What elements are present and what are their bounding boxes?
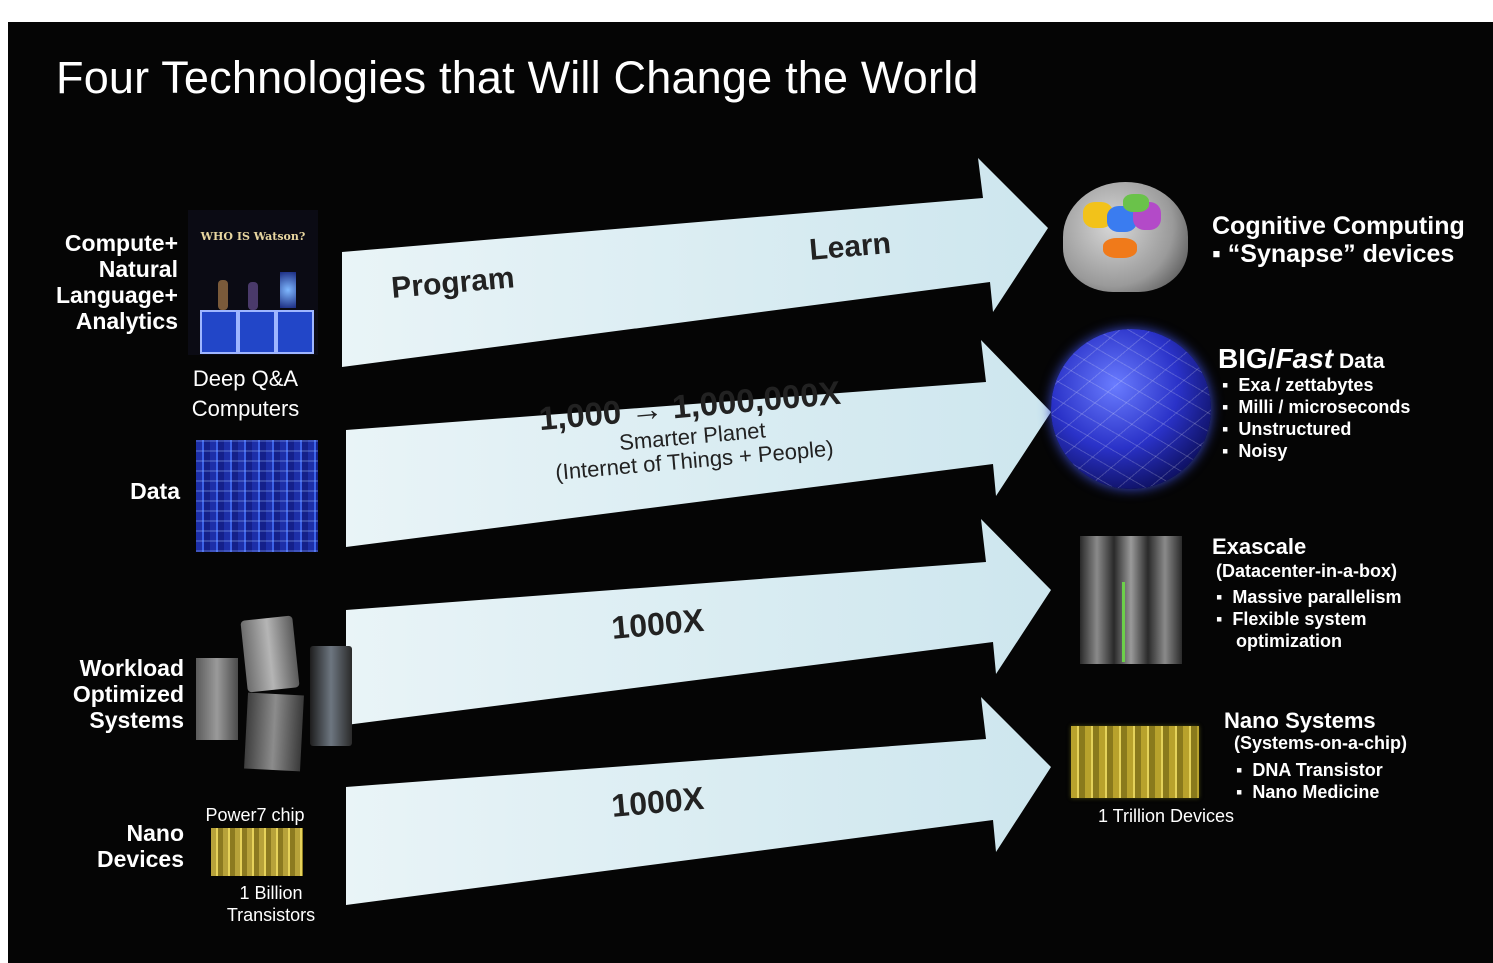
- bigdata-title-big: BIG/: [1218, 343, 1276, 374]
- bigdata-title: BIG/Fast Data: [1218, 344, 1385, 376]
- row1-label: Compute+ Natural Language+ Analytics: [26, 230, 178, 334]
- row1-label-line3: Language+: [55, 282, 178, 308]
- slide: Four Technologies that Will Change the W…: [8, 22, 1493, 963]
- row4-label: Nano Devices: [66, 820, 184, 872]
- chip-caption-bottom: 1 Billion Transistors: [208, 882, 334, 926]
- chip-caption-bottom-line2: Transistors: [226, 905, 316, 925]
- server-4: [310, 646, 352, 746]
- bigdata-list: Exa / zettabytes Milli / microseconds Un…: [1222, 374, 1410, 462]
- bigdata-item: Milli / microseconds: [1222, 396, 1410, 418]
- row1-caption-line1: Deep Q&A: [192, 366, 299, 391]
- arrow-3: [346, 519, 1051, 725]
- cognitive-sub: ▪ “Synapse” devices: [1212, 240, 1455, 268]
- server-3: [244, 692, 304, 772]
- exascale-item: Flexible system: [1216, 608, 1402, 630]
- exascale-item-cont: optimization: [1236, 631, 1342, 651]
- data-center-overlay: [196, 440, 318, 552]
- row1-caption: Deep Q&A Computers: [168, 364, 323, 424]
- jeopardy-image: WHO IS Watson?: [188, 210, 318, 355]
- arrows-layer: [342, 158, 1051, 905]
- contestant-2: [248, 282, 258, 310]
- bigdata-item: Noisy: [1222, 440, 1410, 462]
- rack-led: [1122, 582, 1125, 662]
- brain-region-orange: [1103, 238, 1137, 258]
- arrow-1: [342, 158, 1048, 367]
- row1-label-line1: Compute+: [64, 230, 178, 256]
- chip-caption-top: Power7 chip: [205, 805, 305, 825]
- exascale-sub: (Datacenter-in-a-box): [1216, 561, 1398, 581]
- row1-caption-line2: Computers: [191, 396, 300, 421]
- podium-2: [238, 310, 276, 354]
- power7-chip-image: [211, 828, 303, 876]
- brain-image: [1063, 182, 1188, 292]
- row3-label-line1: Workload: [79, 655, 184, 681]
- exascale-item: Massive parallelism: [1216, 586, 1401, 608]
- row2-label: Data: [130, 478, 180, 504]
- server-2: [240, 615, 300, 693]
- podium-3: [276, 310, 314, 354]
- contestant-1: [218, 280, 228, 310]
- globe-mesh: [1051, 329, 1211, 489]
- arrow-4: [346, 697, 1051, 905]
- server-1: [196, 658, 238, 740]
- chip-caption-bottom-line1: 1 Billion: [239, 883, 303, 903]
- nano-title: Nano Systems: [1224, 708, 1376, 733]
- row1-label-line4: Analytics: [75, 308, 178, 334]
- globe-image: [1051, 329, 1211, 489]
- rack-3: [1148, 536, 1182, 664]
- watson-avatar: [280, 272, 296, 308]
- brain-region-green: [1123, 194, 1149, 212]
- rack-2: [1114, 536, 1148, 664]
- row3-label-line3: Systems: [89, 707, 184, 733]
- arrow-2: [346, 340, 1051, 547]
- data-center-image: [196, 440, 318, 552]
- arrow1-learn-text: Learn: [808, 226, 893, 267]
- bigdata-item: Exa / zettabytes: [1222, 374, 1410, 396]
- rack-1: [1080, 536, 1114, 664]
- bigdata-item: Unstructured: [1222, 418, 1410, 440]
- nano-item: DNA Transistor: [1236, 759, 1382, 781]
- row4-label-line1: Nano: [126, 820, 185, 846]
- bigdata-title-fast: Fast: [1275, 343, 1334, 374]
- cognitive-title: Cognitive Computing: [1212, 212, 1465, 240]
- nano-chip-image: [1071, 726, 1199, 798]
- row4-label-line2: Devices: [97, 846, 184, 872]
- exascale-list: Massive parallelism Flexible system opti…: [1216, 586, 1402, 652]
- jeopardy-screen-text: WHO IS Watson?: [200, 230, 306, 243]
- podium-1: [200, 310, 238, 354]
- nano-sub: (Systems-on-a-chip): [1234, 733, 1408, 753]
- page-title: Four Technologies that Will Change the W…: [56, 52, 979, 103]
- bigdata-title-data: Data: [1333, 350, 1385, 373]
- row1-label-line2: Natural: [98, 256, 178, 282]
- row3-label-line2: Optimized: [72, 681, 184, 707]
- nano-list: DNA Transistor Nano Medicine: [1236, 759, 1383, 803]
- row3-label: Workload Optimized Systems: [48, 655, 184, 733]
- exascale-title: Exascale: [1212, 534, 1307, 559]
- nano-item: Nano Medicine: [1236, 781, 1383, 803]
- nano-caption: 1 Trillion Devices: [1098, 806, 1235, 826]
